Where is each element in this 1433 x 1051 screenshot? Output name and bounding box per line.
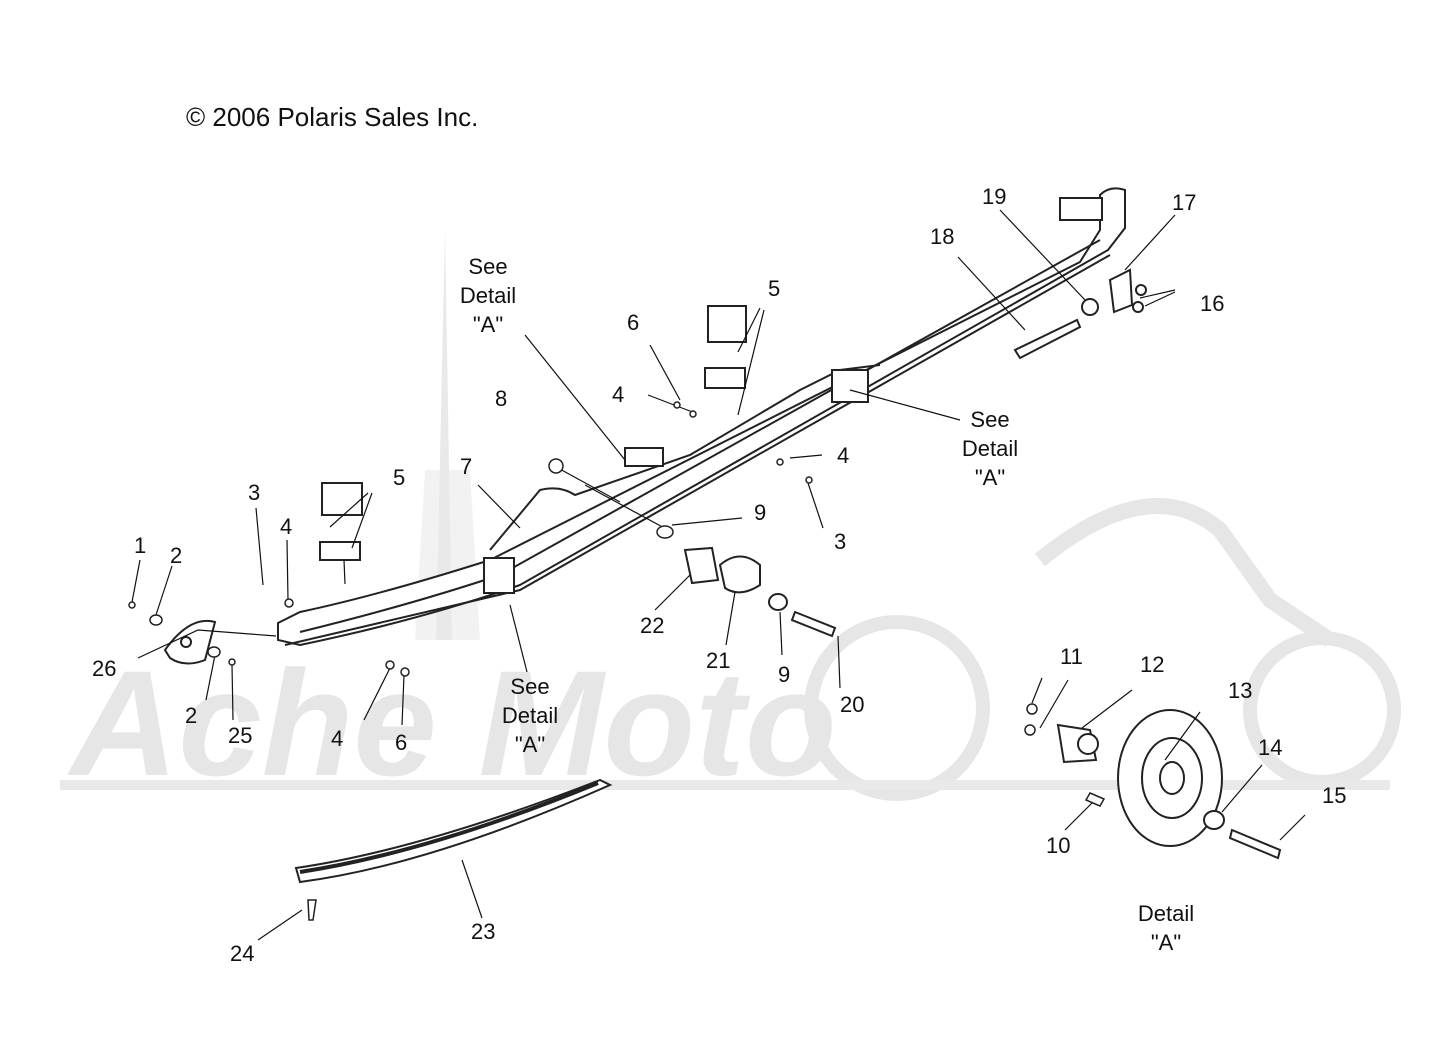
copyright-text: © 2006 Polaris Sales Inc.: [186, 102, 479, 132]
callout-2: 2: [185, 703, 198, 728]
see-detail-note: See Detail "A": [490, 672, 570, 759]
callout-3: 3: [248, 480, 261, 505]
note-line: See: [468, 254, 508, 279]
idler-wheel: [1117, 709, 1223, 847]
callout-5: 5: [393, 465, 406, 490]
rail-tip: [163, 619, 217, 665]
callout-18: 18: [930, 224, 955, 249]
callout-20: 20: [840, 692, 865, 717]
watermark: Ache Moto: [60, 230, 1401, 807]
bolt-18: [1013, 298, 1099, 360]
callout-13: 13: [1228, 678, 1253, 703]
callout-21: 21: [706, 648, 731, 673]
callout-4: 4: [612, 382, 625, 407]
callout-5: 5: [768, 276, 781, 301]
note-line: "A": [472, 312, 504, 337]
bolt-20: [683, 546, 837, 638]
note-line: "A": [974, 465, 1006, 490]
callout-25: 25: [228, 723, 253, 748]
leader-lines: [131, 209, 1306, 941]
callout-10: 10: [1046, 833, 1071, 858]
callout-9: 9: [754, 500, 767, 525]
callout-15: 15: [1322, 783, 1347, 808]
callout-4: 4: [280, 514, 293, 539]
note-line: Detail: [459, 283, 517, 308]
note-line: Detail: [501, 703, 559, 728]
note-line: See: [970, 407, 1010, 432]
callout-24: 24: [230, 941, 255, 966]
callout-4: 4: [837, 443, 850, 468]
see-detail-note: See Detail "A": [950, 405, 1030, 492]
detail-a-title: Detail "A": [1126, 899, 1206, 957]
note-line: "A": [514, 732, 546, 757]
callout-12: 12: [1140, 652, 1165, 677]
callout-7: 7: [460, 454, 473, 479]
callout-23: 23: [471, 919, 496, 944]
callout-3: 3: [834, 529, 847, 554]
fasteners: [128, 401, 1106, 921]
callout-6: 6: [627, 310, 640, 335]
callout-9: 9: [778, 662, 791, 687]
wheel-hub-block: [1056, 723, 1099, 764]
callout-11: 11: [1060, 644, 1083, 669]
callout-2: 2: [170, 543, 183, 568]
callout-19: 19: [982, 184, 1007, 209]
slider-blocks: [319, 305, 869, 594]
note-line: Detail: [961, 436, 1019, 461]
hyfax-wear-strip: [294, 778, 613, 884]
callout-22: 22: [640, 613, 665, 638]
note-line: Detail: [1137, 901, 1195, 926]
note-line: "A": [1150, 930, 1182, 955]
note-line: See: [510, 674, 550, 699]
see-detail-note: See Detail "A": [448, 252, 528, 339]
bracket-17: [1108, 268, 1147, 314]
callout-26: 26: [92, 656, 117, 681]
callout-17: 17: [1172, 190, 1197, 215]
callout-1: 1: [134, 533, 147, 558]
callout-8: 8: [495, 386, 508, 411]
callout-14: 14: [1258, 735, 1283, 760]
watermark-text: Ache Moto: [66, 639, 837, 807]
axle-bolt-15: [1203, 810, 1282, 860]
callout-6: 6: [395, 730, 408, 755]
callout-4: 4: [331, 726, 344, 751]
callout-16: 16: [1200, 291, 1225, 316]
